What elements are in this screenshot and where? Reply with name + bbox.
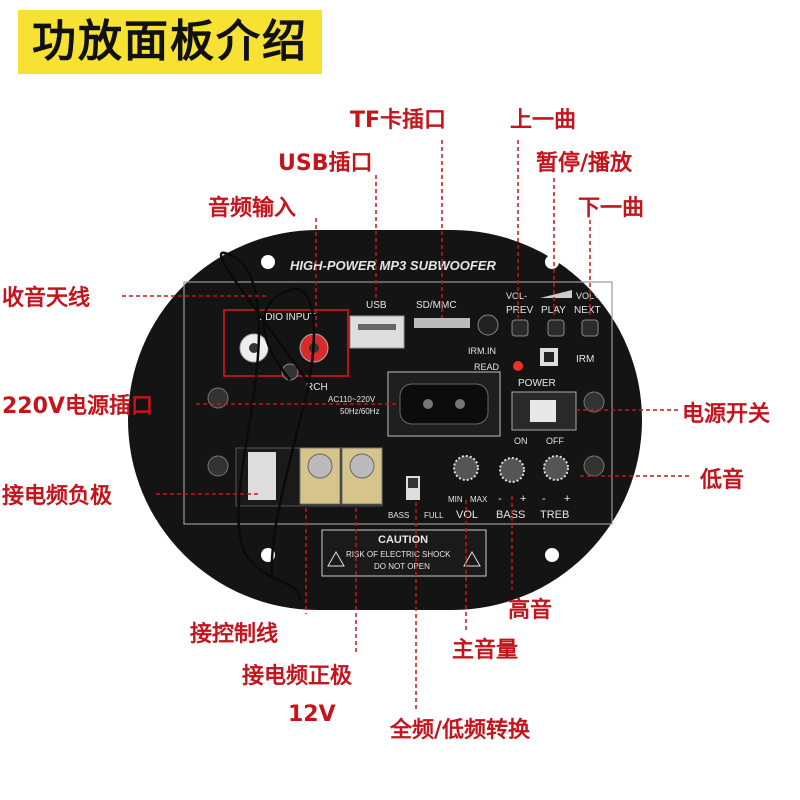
- irm-label: IRM: [576, 354, 594, 365]
- caution-box: [321, 529, 487, 577]
- callout-voltage: 12V: [288, 702, 336, 727]
- plus-label-2: +: [564, 493, 570, 505]
- irm-in-jack[interactable]: [477, 314, 499, 336]
- callout-next-track: 下一曲: [578, 196, 645, 221]
- callout-master-volume: 主音量: [452, 638, 519, 663]
- lightning-warning-icon: [463, 550, 481, 567]
- vol-plus-label: VOL+: [576, 291, 599, 301]
- next-button[interactable]: [581, 319, 599, 337]
- minus-label-2: -: [542, 493, 546, 505]
- volume-knob[interactable]: [453, 455, 479, 481]
- mount-hole: [261, 255, 275, 269]
- play-button[interactable]: [547, 319, 565, 337]
- terminal-ground[interactable]: [248, 452, 276, 500]
- full-switch-label: FULL: [424, 511, 444, 520]
- mount-hole: [545, 255, 559, 269]
- read-label: READ: [474, 362, 500, 372]
- irm-in-label: IRM.IN: [468, 346, 496, 356]
- usb-port-contacts: [358, 324, 396, 330]
- callout-audio-positive: 接电频正极: [242, 664, 353, 689]
- callout-control-wire: 接控制线: [190, 622, 279, 647]
- callout-radio-antenna: 收音天线: [2, 286, 91, 311]
- volume-ramp-icon: [540, 290, 572, 298]
- callout-audio-negative: 接电频负极: [2, 484, 113, 509]
- max-label: MAX: [470, 495, 488, 504]
- callout-pause-play: 暂停/播放: [536, 151, 633, 176]
- rch-label: RCH: [306, 382, 328, 393]
- callout-ac-socket: 220V电源插口: [2, 394, 153, 419]
- play-label: PLAY: [541, 305, 566, 316]
- page-title: 功放面板介绍: [18, 10, 322, 74]
- terminal-screw: [349, 453, 375, 479]
- off-label: OFF: [546, 436, 564, 446]
- bass-switch-label: BASS: [388, 511, 409, 520]
- usb-port[interactable]: [349, 315, 405, 349]
- callout-fullrange-bass-switch: 全频/低频转换: [390, 718, 531, 743]
- power-rocker: [530, 400, 556, 422]
- ac-range-label: AC110~220V: [328, 395, 376, 404]
- prev-label: PREV: [506, 305, 534, 316]
- audio-input-label: UDIO INPUT: [258, 312, 316, 323]
- ac-pin: [423, 399, 433, 409]
- rca-left-hole: [249, 343, 259, 353]
- treb-knob-label: TREB: [540, 509, 569, 521]
- bass-knob-label: BASS: [496, 509, 525, 521]
- callout-audio-input: 音频输入: [208, 196, 297, 221]
- read-led: [513, 361, 523, 371]
- callout-prev-track: 上一曲: [510, 108, 577, 133]
- irm-receiver-window: [544, 352, 554, 362]
- sd-card-slot[interactable]: [414, 318, 470, 328]
- power-label: POWER: [518, 378, 556, 389]
- on-label: ON: [514, 436, 528, 446]
- minus-label-1: -: [498, 493, 502, 505]
- callout-power-switch: 电源开关: [682, 402, 771, 427]
- screw: [207, 387, 229, 409]
- vol-knob-label: VOL: [456, 509, 478, 521]
- vol-minus-label: VOL-: [506, 291, 527, 301]
- usb-label: USB: [366, 300, 387, 311]
- callout-treble: 高音: [508, 598, 553, 623]
- antenna-wire: [219, 251, 310, 601]
- screw: [583, 391, 605, 413]
- do-not-open-label: DO NOT OPEN: [374, 562, 430, 571]
- control-wire: [262, 287, 316, 579]
- callout-usb-slot: USB插口: [278, 151, 373, 176]
- sdmmc-label: SD/MMC: [416, 300, 457, 311]
- screw: [207, 455, 229, 477]
- bass-full-switch-slider: [408, 478, 418, 488]
- treble-knob[interactable]: [543, 455, 569, 481]
- min-label: MIN: [448, 495, 463, 504]
- plus-label-1: +: [520, 493, 526, 505]
- mount-hole: [545, 548, 559, 562]
- callout-bass: 低音: [700, 468, 745, 493]
- risk-label: RISK OF ELECTRIC SHOCK: [346, 550, 451, 559]
- brand-text: HIGH-POWER MP3 SUBWOOFER: [290, 258, 496, 273]
- ac-pin: [455, 399, 465, 409]
- next-label: NEXT: [574, 305, 601, 316]
- callout-tf-slot: TF卡插口: [350, 108, 447, 133]
- bass-knob[interactable]: [499, 457, 525, 483]
- warning-triangle-icon: [327, 550, 345, 567]
- terminal-screw: [307, 453, 333, 479]
- prev-button[interactable]: [511, 319, 529, 337]
- panel-frame: [183, 281, 613, 525]
- freq-label: 50Hz/60Hz: [340, 407, 380, 416]
